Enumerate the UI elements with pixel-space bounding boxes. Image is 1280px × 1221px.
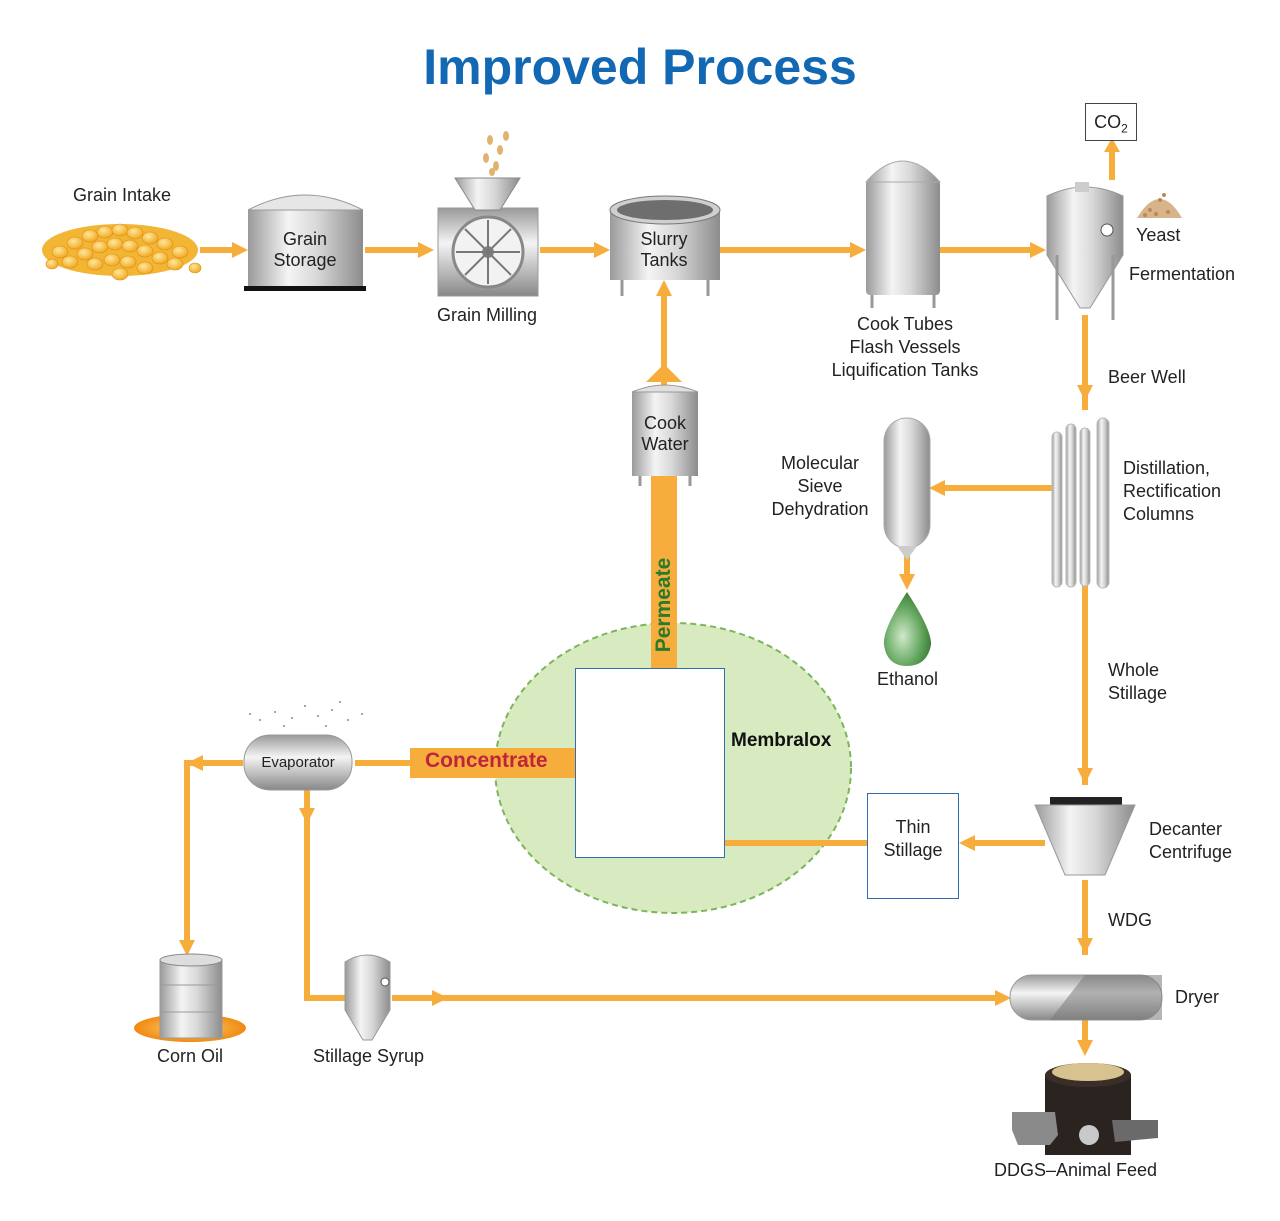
flow-arrowheads: [179, 138, 1120, 1056]
label-molecular-sieve-line3: Dehydration: [771, 499, 869, 519]
label-grain-intake: Grain Intake: [73, 185, 172, 205]
cook-tubes-icon: [864, 160, 942, 308]
label-slurry-tanks: Slurry Tanks: [614, 229, 714, 271]
stillage-syrup-tank-icon: [344, 954, 391, 1041]
slurry-tanks-icon: [609, 195, 721, 296]
label-distillation-line3: Columns: [1123, 504, 1195, 524]
permeate-label-wrap: Permeate: [649, 550, 679, 660]
label-whole-stillage: Whole Stillage: [1108, 659, 1167, 705]
label-cook-water-line1: Cook: [643, 413, 687, 433]
fermenter-icon: [1046, 182, 1124, 320]
label-cook-tubes-line3: Liquification Tanks: [831, 360, 979, 380]
label-grain-storage-line2: Storage: [273, 250, 337, 270]
distillation-columns-icon: [1051, 417, 1110, 589]
label-wdg: WDG: [1108, 910, 1152, 930]
label-distillation-line2: Rectification: [1123, 481, 1222, 501]
label-yeast: Yeast: [1136, 225, 1181, 245]
label-evaporator: Evaporator: [261, 754, 335, 771]
label-molecular-sieve-line1: Molecular: [780, 453, 860, 473]
label-whole-stillage-line1: Whole: [1108, 660, 1160, 680]
evaporator-icon: [243, 701, 363, 791]
label-molecular-sieve-line2: Sieve: [797, 476, 843, 496]
yeast-icon: [1137, 193, 1182, 218]
label-dryer: Dryer: [1175, 987, 1219, 1007]
flow-evaporator-syrup: [304, 790, 345, 1001]
co2-label: CO: [1094, 112, 1122, 132]
flow-evaporator-cornoil: [184, 760, 243, 940]
co2-box: CO2: [1085, 103, 1137, 141]
page-title: Improved Process: [423, 39, 857, 95]
label-distillation-line1: Distillation,: [1123, 458, 1211, 478]
grain-storage-icon: [244, 194, 366, 291]
decanter-centrifuge-icon: [1034, 797, 1136, 876]
label-stillage-syrup: Stillage Syrup: [313, 1046, 425, 1066]
label-thin-stillage-line1: Thin: [895, 817, 931, 837]
molecular-sieve-icon: [883, 417, 931, 560]
animal-feed-icon: [1012, 1063, 1158, 1155]
corn-oil-barrel-icon: [134, 953, 246, 1042]
label-thin-stillage-line2: Stillage: [883, 840, 943, 860]
label-cook-water: Cook Water: [617, 413, 713, 455]
permeate-channel: [651, 476, 677, 668]
label-permeate: Permeate: [652, 557, 675, 653]
label-ddgs: DDGS–Animal Feed: [994, 1160, 1158, 1180]
membralox-box: [575, 668, 725, 858]
label-decanter: Decanter Centrifuge: [1149, 818, 1232, 864]
label-membralox: Membralox: [731, 730, 832, 751]
label-grain-milling: Grain Milling: [437, 305, 538, 325]
label-decanter-line2: Centrifuge: [1149, 842, 1233, 862]
label-beer-well: Beer Well: [1108, 367, 1186, 387]
co2-subscript: 2: [1121, 121, 1128, 136]
label-cook-water-line2: Water: [641, 434, 689, 454]
label-cook-tubes-line2: Flash Vessels: [849, 337, 961, 357]
dryer-icon: [1009, 974, 1163, 1021]
label-fermentation: Fermentation: [1129, 264, 1236, 284]
label-distillation: Distillation, Rectification Columns: [1123, 457, 1221, 526]
cook-water-tank-icon: [631, 384, 699, 486]
label-grain-storage: Grain Storage: [255, 229, 355, 271]
label-ethanol: Ethanol: [877, 669, 939, 689]
label-whole-stillage-line2: Stillage: [1108, 683, 1168, 703]
ethanol-drop-icon: [883, 592, 932, 666]
label-concentrate: Concentrate: [425, 749, 548, 772]
label-cook-tubes: Cook Tubes Flash Vessels Liquification T…: [820, 313, 990, 382]
label-corn-oil: Corn Oil: [157, 1046, 224, 1066]
label-slurry-tanks-line2: Tanks: [640, 250, 688, 270]
label-grain-storage-line1: Grain: [282, 229, 327, 249]
corn-kernels-icon: [42, 223, 202, 281]
label-decanter-line1: Decanter: [1149, 819, 1223, 839]
concentrate-channel: [410, 748, 576, 778]
thin-stillage-box: Thin Stillage: [867, 793, 959, 899]
grain-mill-icon: [437, 131, 539, 297]
label-slurry-tanks-line1: Slurry: [640, 229, 688, 249]
label-molecular-sieve: Molecular Sieve Dehydration: [764, 452, 876, 521]
label-cook-tubes-line1: Cook Tubes: [856, 314, 954, 334]
